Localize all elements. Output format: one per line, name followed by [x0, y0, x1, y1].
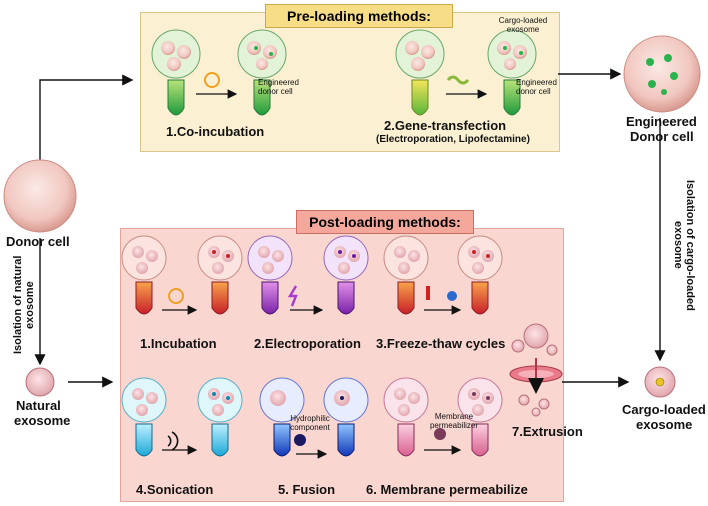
natural-exosome-label-line1: Natural — [16, 398, 61, 413]
electroporation-label: 2.Electroporation — [254, 336, 361, 351]
cargo-loaded-label-line1: Cargo-loaded — [622, 402, 706, 417]
permeabilizer-note: Membrane permeabilizer — [429, 412, 479, 430]
freeze-thaw-label: 3.Freeze-thaw cycles — [376, 336, 506, 351]
electroporation-illustration — [247, 235, 369, 315]
donor-cell-label: Donor cell — [6, 234, 70, 249]
engineered-donor-label-line2: Donor cell — [630, 129, 694, 144]
sonication-illustration — [121, 377, 243, 457]
coincubation-illustration — [151, 29, 287, 116]
pre-loading-title: Pre-loading methods: — [265, 4, 453, 28]
sonication-label: 4.Sonication — [136, 482, 214, 497]
arrow-donor-to-preloading — [39, 74, 134, 162]
isolation-cargo-label: Isolation of cargo-loaded exosome — [672, 179, 696, 311]
engineered-donor-cell-image — [623, 35, 701, 113]
pre-loading-panel — [140, 12, 560, 152]
gene-transfection-sublabel: (Electroporation, Lipofectamine) — [376, 134, 530, 145]
connector-arrows — [34, 68, 666, 388]
cargo-loaded-exosome-image — [644, 366, 676, 398]
coincubation-label: 1.Co-incubation — [166, 124, 265, 139]
incubation-illustration — [121, 235, 243, 315]
coincubation-note: Engineered donor cell — [258, 78, 299, 96]
extrusion-illustration — [509, 323, 563, 417]
hydrophilic-note: Hydrophilic component — [290, 414, 330, 432]
membrane-permeabilize-illustration — [383, 377, 503, 457]
freeze-thaw-illustration — [383, 235, 503, 315]
gene-transfection-note: Engineered donor cell — [516, 78, 557, 96]
natural-exosome-label-line2: exosome — [14, 413, 71, 428]
membrane-permeabilize-label: 6. Membrane permeabilize — [366, 482, 528, 497]
donor-cell-image — [3, 159, 77, 233]
engineered-donor-label-line1: Engineered — [626, 114, 697, 129]
cargo-loaded-exosome-note: Cargo-loaded exosome — [498, 16, 548, 34]
gene-transfection-label: 2.Gene-transfection — [384, 118, 507, 133]
post-loading-title: Post-loading methods: — [296, 210, 474, 234]
extrusion-label: 7.Extrusion — [512, 424, 583, 439]
fusion-label: 5. Fusion — [278, 482, 336, 497]
isolation-natural-label: Isolation of natural exosome — [12, 255, 36, 355]
natural-exosome-image — [25, 367, 55, 397]
incubation-label: 1.Incubation — [140, 336, 217, 351]
cargo-loaded-label-line2: exosome — [636, 417, 693, 432]
gene-transfection-illustration — [395, 29, 537, 116]
fusion-illustration — [259, 377, 369, 459]
